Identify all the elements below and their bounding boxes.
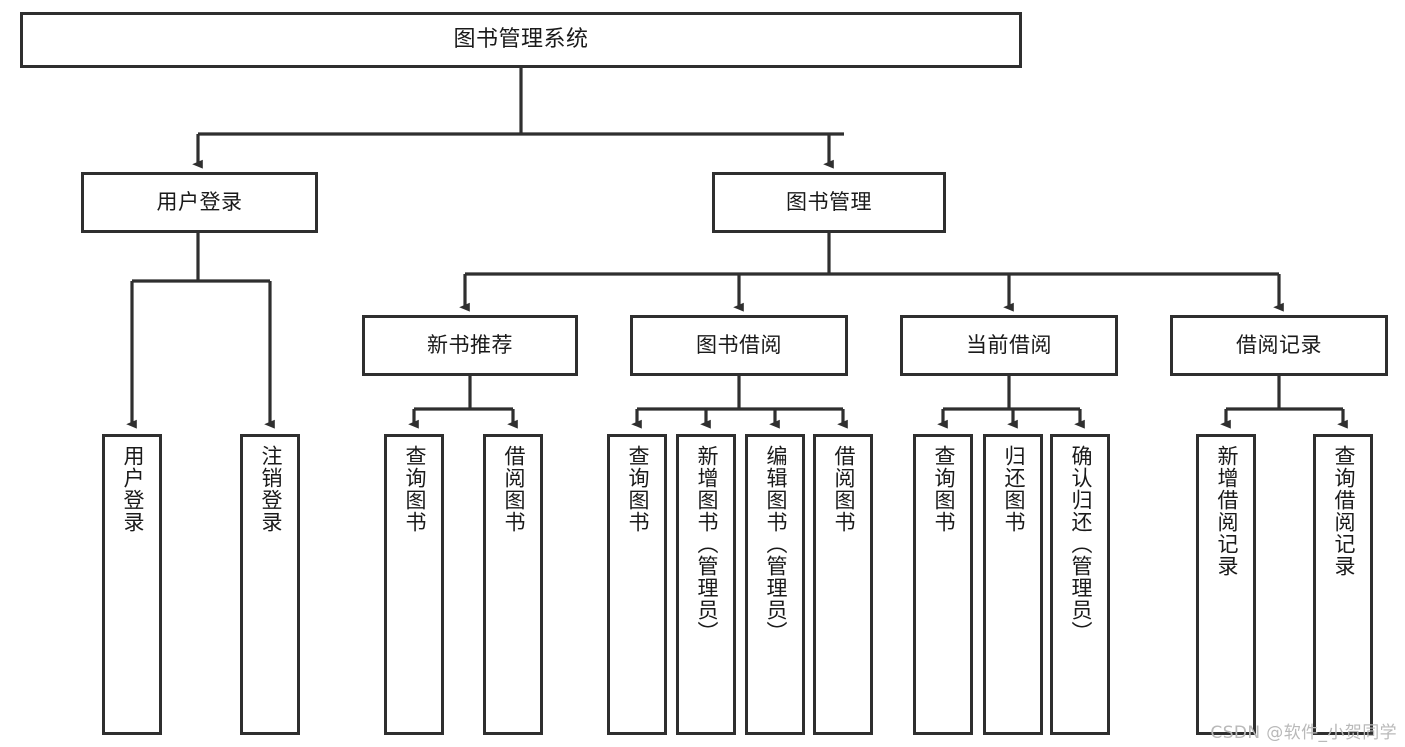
leaf-confirm-return-admin[interactable]: 确认归还（管理员） <box>1050 434 1110 735</box>
node-borrow-record[interactable]: 借阅记录 <box>1170 315 1388 376</box>
node-label: 查询图书 <box>625 445 650 533</box>
node-label: 当前借阅 <box>966 333 1052 358</box>
node-label: 借阅图书 <box>831 445 856 533</box>
node-label: 图书管理 <box>786 190 872 215</box>
node-label: 图书借阅 <box>696 333 782 358</box>
node-label: 用户登录 <box>156 190 243 215</box>
watermark: CSDN @软件_小贺同学 <box>1210 723 1397 743</box>
node-label: 新书推荐 <box>427 333 513 358</box>
leaf-query-borrow-record[interactable]: 查询借阅记录 <box>1313 434 1373 735</box>
leaf-borrow-book[interactable]: 借阅图书 <box>813 434 873 735</box>
node-label: 编辑图书（管理员） <box>763 445 788 643</box>
leaf-return-book[interactable]: 归还图书 <box>983 434 1043 735</box>
node-book-management-system[interactable]: 图书管理系统 <box>20 12 1022 68</box>
node-label: 查询图书 <box>402 445 427 533</box>
node-book-management[interactable]: 图书管理 <box>712 172 946 233</box>
node-label: 归还图书 <box>1001 445 1026 533</box>
leaf-logout[interactable]: 注销登录 <box>240 434 300 735</box>
node-label: 借阅图书 <box>501 445 526 533</box>
node-label: 查询借阅记录 <box>1331 445 1356 577</box>
leaf-user-login[interactable]: 用户登录 <box>102 434 162 735</box>
node-label: 用户登录 <box>120 445 145 533</box>
node-label: 新增图书（管理员） <box>694 445 719 643</box>
leaf-query-book-borrow[interactable]: 查询图书 <box>607 434 667 735</box>
leaf-add-borrow-record[interactable]: 新增借阅记录 <box>1196 434 1256 735</box>
leaf-edit-book-admin[interactable]: 编辑图书（管理员） <box>745 434 805 735</box>
node-label: 查询图书 <box>931 445 956 533</box>
node-current-borrow[interactable]: 当前借阅 <box>900 315 1118 376</box>
node-label: 确认归还（管理员） <box>1068 445 1093 643</box>
leaf-query-book-current[interactable]: 查询图书 <box>913 434 973 735</box>
leaf-query-book-recommend[interactable]: 查询图书 <box>384 434 444 735</box>
node-label: 新增借阅记录 <box>1214 445 1239 577</box>
node-user-login[interactable]: 用户登录 <box>81 172 318 233</box>
node-label: 注销登录 <box>258 445 283 533</box>
node-label: 借阅记录 <box>1236 333 1322 358</box>
node-book-borrow[interactable]: 图书借阅 <box>630 315 848 376</box>
node-new-book-recommend[interactable]: 新书推荐 <box>362 315 578 376</box>
leaf-add-book-admin[interactable]: 新增图书（管理员） <box>676 434 736 735</box>
node-label: 图书管理系统 <box>453 27 589 53</box>
leaf-borrow-book-recommend[interactable]: 借阅图书 <box>483 434 543 735</box>
